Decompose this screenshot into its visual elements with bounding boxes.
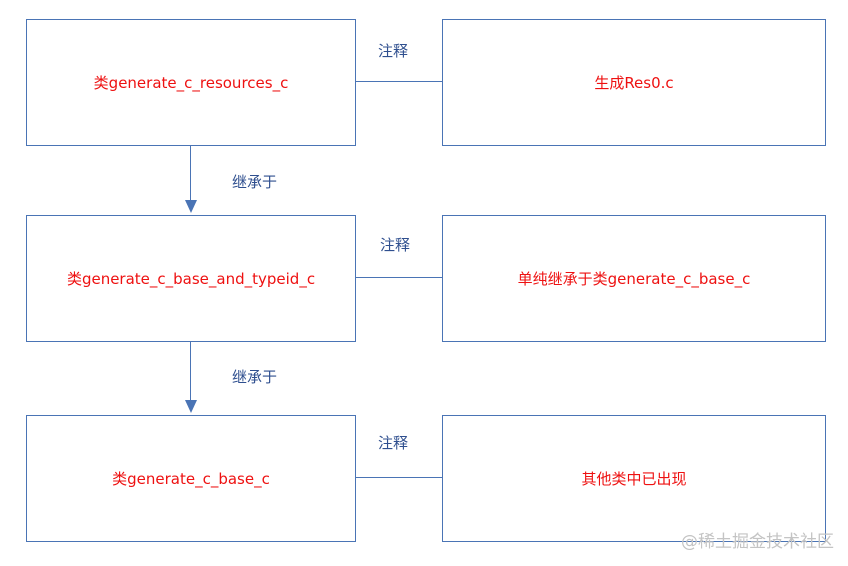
inherit-label: 继承于 — [232, 368, 278, 386]
inherit-label: 继承于 — [232, 173, 278, 191]
watermark: @稀土掘金技术社区 — [681, 532, 834, 552]
annotation-connector — [356, 277, 442, 278]
class-box-label: 类generate_c_base_c — [112, 470, 270, 488]
annotation-connector — [356, 81, 442, 82]
annotation-label: 注释 — [378, 434, 409, 452]
note-box-generate-res0: 生成Res0.c — [442, 19, 826, 146]
inherit-arrow-line — [190, 342, 191, 402]
annotation-label: 注释 — [380, 236, 411, 254]
class-box-generate-c-base: 类generate_c_base_c — [26, 415, 356, 542]
class-box-label: 类generate_c_base_and_typeid_c — [66, 270, 316, 288]
annotation-label: 注释 — [378, 42, 409, 60]
class-box-generate-c-base-and-typeid: 类generate_c_base_and_typeid_c — [26, 215, 356, 342]
note-box-label: 生成Res0.c — [594, 74, 674, 92]
inherit-arrowhead-icon — [185, 200, 197, 213]
annotation-connector — [356, 477, 442, 478]
class-box-label: 类generate_c_resources_c — [93, 74, 289, 92]
class-box-generate-c-resources: 类generate_c_resources_c — [26, 19, 356, 146]
note-box-label: 其他类中已出现 — [581, 470, 687, 488]
note-box-already-appeared: 其他类中已出现 — [442, 415, 826, 542]
inherit-arrow-line — [190, 146, 191, 202]
inherit-arrowhead-icon — [185, 400, 197, 413]
note-box-pure-inheritance: 单纯继承于类generate_c_base_c — [442, 215, 826, 342]
note-box-label: 单纯继承于类generate_c_base_c — [517, 270, 751, 288]
